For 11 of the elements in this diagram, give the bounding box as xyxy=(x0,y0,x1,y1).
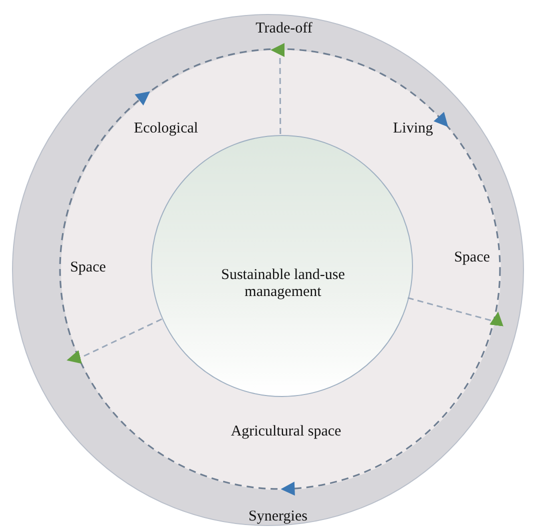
space-label: Ecological xyxy=(134,120,198,138)
ring-label: Synergies xyxy=(248,508,308,526)
space-label: Space xyxy=(70,259,106,277)
arrow xyxy=(270,43,285,134)
arrow xyxy=(408,297,504,326)
ring-label: Trade-off xyxy=(256,20,312,38)
space-label: Living xyxy=(393,120,433,138)
space-label: Agricultural space xyxy=(230,423,342,441)
space-label: Space xyxy=(454,249,490,267)
center-label: Sustainable land-use management xyxy=(220,266,346,302)
arrow xyxy=(66,318,162,364)
